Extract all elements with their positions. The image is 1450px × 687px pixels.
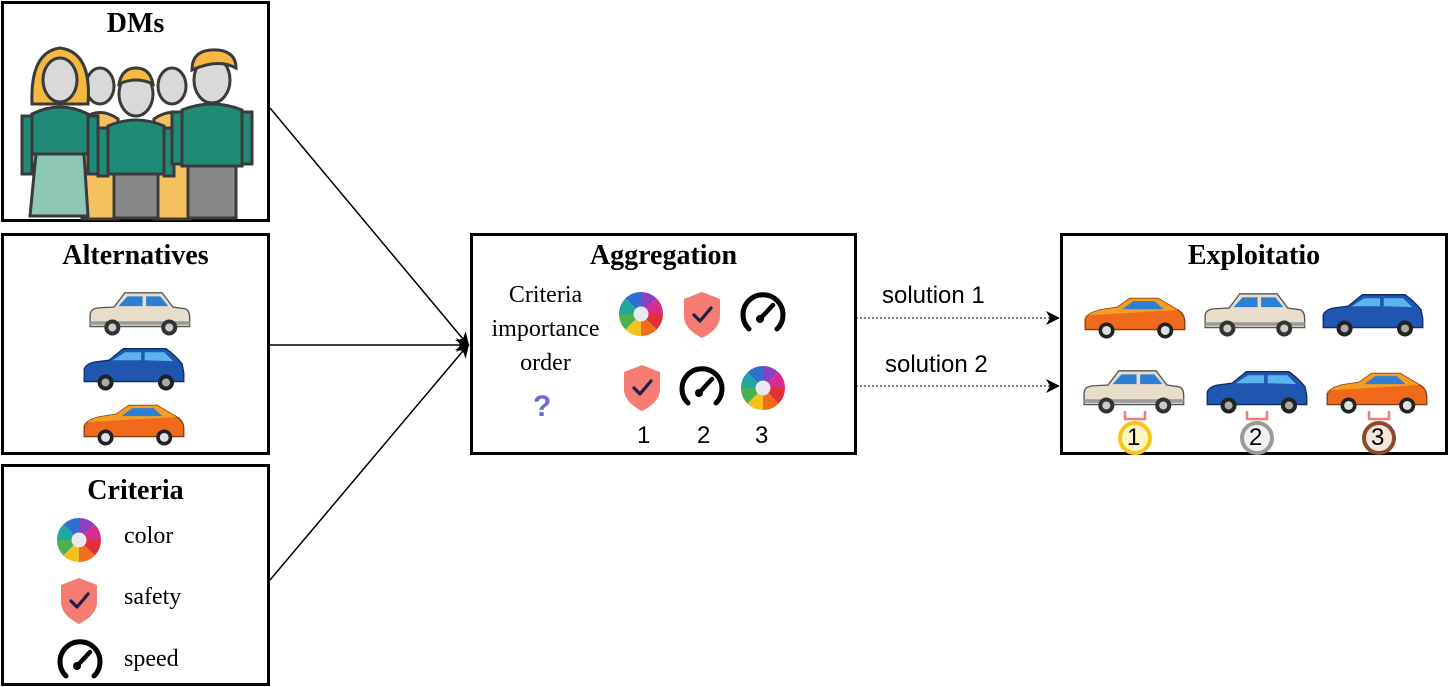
criteria-box: Criteria color safety speed xyxy=(1,464,270,686)
alternatives-box: Alternatives xyxy=(1,233,270,455)
arrow-dms-to-aggregation xyxy=(269,107,470,347)
speedometer-icon xyxy=(58,639,102,683)
aggregation-title: Aggregation xyxy=(589,240,738,271)
color-wheel-icon xyxy=(56,517,102,563)
solution2-car-wagon-blue-icon xyxy=(1206,370,1308,415)
solution1-speedometer-icon xyxy=(741,292,785,336)
bronze-medal-icon xyxy=(1362,411,1396,455)
decision-makers-group-icon xyxy=(20,46,254,221)
medal-label-3: 3 xyxy=(1371,424,1385,451)
silver-medal-icon xyxy=(1240,411,1274,455)
criteria-label-safety: safety xyxy=(124,584,182,610)
solution2-shield-icon xyxy=(622,363,662,413)
solution-1-label: solution 1 xyxy=(882,282,985,309)
solution2-car-sedan-beige-icon xyxy=(1083,370,1185,415)
solution1-car-sport-orange-icon xyxy=(1084,297,1186,340)
criteria-order-label-line3: order xyxy=(520,350,571,376)
unknown-order-icon: ? xyxy=(533,390,552,423)
criteria-order-label-line1: Criteria xyxy=(508,282,583,308)
gold-medal-icon xyxy=(1118,411,1152,455)
solution2-car-sport-orange-icon xyxy=(1326,372,1428,415)
medal-label-1: 1 xyxy=(1127,424,1141,451)
solution1-car-wagon-blue-icon xyxy=(1322,293,1424,338)
medal-label-2: 2 xyxy=(1249,424,1263,451)
solution2-color-wheel-icon xyxy=(740,365,786,411)
solution1-color-wheel-icon xyxy=(618,291,664,337)
car-sport-orange-icon xyxy=(83,404,185,447)
criteria-label-color: color xyxy=(124,523,174,549)
solution1-car-sedan-beige-icon xyxy=(1204,293,1306,338)
rank-label-3: 3 xyxy=(755,422,769,449)
arrow-criteria-to-aggregation xyxy=(269,343,470,581)
car-sedan-beige-icon xyxy=(89,292,191,337)
aggregation-box: Aggregation Criteria importance order ? … xyxy=(470,233,857,455)
rank-label-2: 2 xyxy=(697,422,711,449)
shield-check-icon xyxy=(59,576,99,626)
solution-2-label: solution 2 xyxy=(885,351,988,378)
alternatives-title: Alternatives xyxy=(62,240,209,271)
dms-box: DMs xyxy=(1,1,270,222)
dms-title: DMs xyxy=(106,8,165,39)
criteria-label-speed: speed xyxy=(124,646,179,672)
criteria-order-label-line2: importance xyxy=(491,316,600,342)
exploitation-title: Exploitatio xyxy=(1187,240,1321,271)
criteria-title: Criteria xyxy=(87,475,184,506)
exploitation-box: Exploitatio 1 2 3 xyxy=(1060,233,1448,455)
solution2-speedometer-icon xyxy=(680,366,724,410)
car-wagon-blue-icon xyxy=(83,347,185,392)
solution1-shield-icon xyxy=(682,290,722,340)
rank-label-1: 1 xyxy=(637,422,651,449)
